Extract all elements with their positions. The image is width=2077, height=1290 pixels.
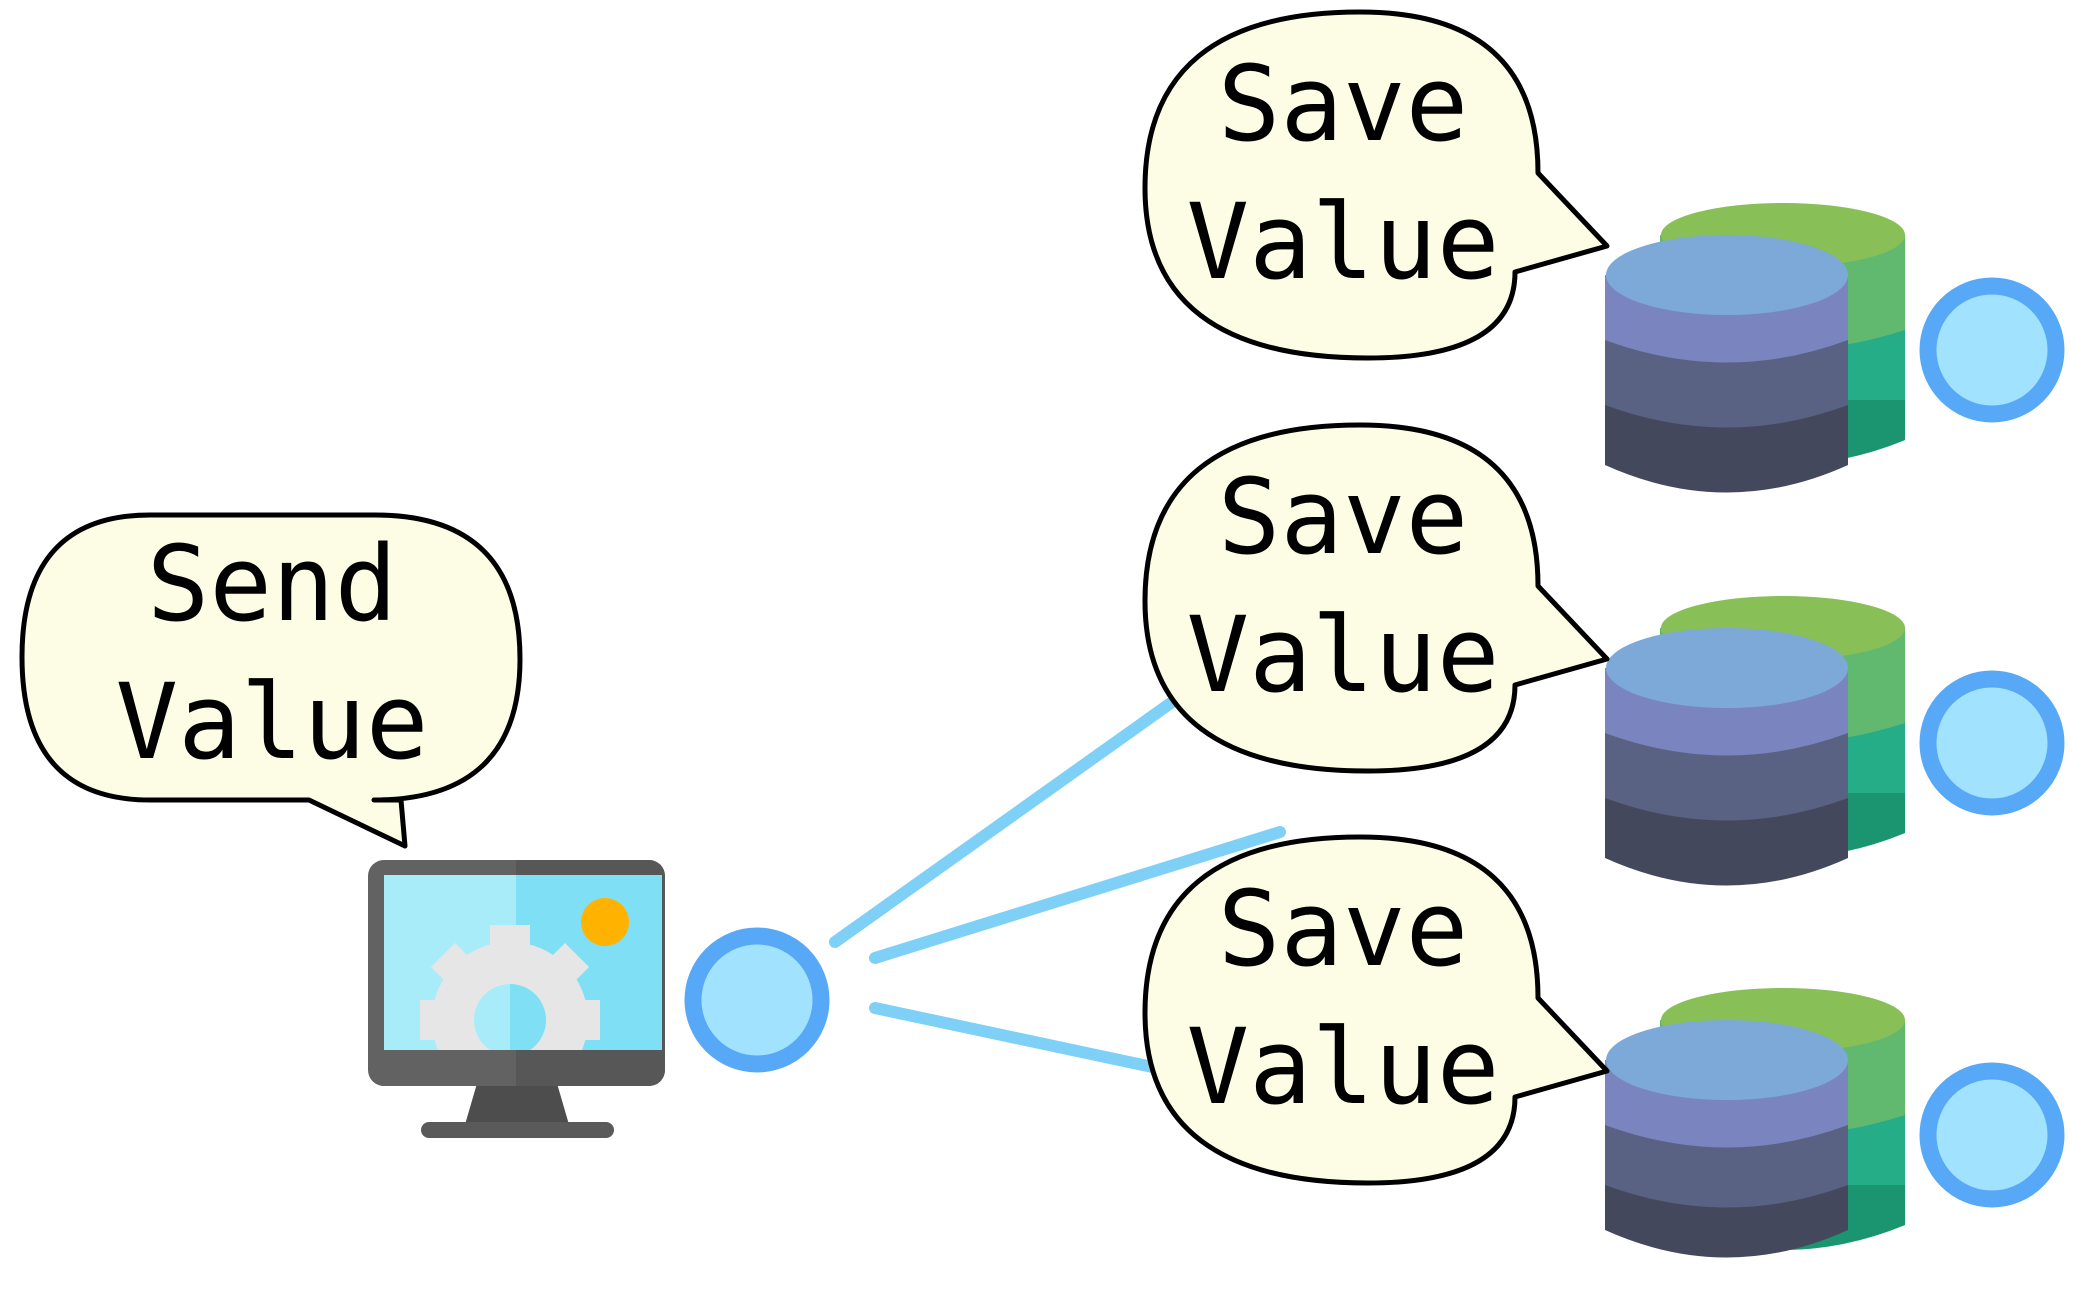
send-label: Send xyxy=(147,523,397,645)
database-icon xyxy=(1605,988,1905,1258)
monitor-gear-icon xyxy=(368,860,665,1138)
value-label: Value xyxy=(1186,594,1499,716)
replica-1: Save Value xyxy=(1142,9,2065,493)
replica-node[interactable] xyxy=(1919,277,2065,423)
link-to-replica-3 xyxy=(869,1002,1196,1081)
save-label: Save xyxy=(1218,456,1468,578)
link-to-replica-2 xyxy=(869,826,1286,964)
save-label: Save xyxy=(1218,43,1468,165)
value-label: Value xyxy=(1186,1006,1499,1128)
link-to-replica-1 xyxy=(829,694,1181,948)
save-label: Save xyxy=(1218,868,1468,990)
send-value-bubble: Send Value xyxy=(19,512,523,849)
replica-2: Save Value xyxy=(1142,422,2065,886)
save-value-bubble: Save Value xyxy=(1142,422,1610,774)
save-value-bubble: Save Value xyxy=(1142,9,1610,361)
value-label: Value xyxy=(115,661,428,783)
value-label: Value xyxy=(1186,181,1499,303)
database-icon xyxy=(1605,596,1905,886)
connection-links xyxy=(829,694,1286,1081)
replica-node[interactable] xyxy=(1919,670,2065,816)
replica-node[interactable] xyxy=(1919,1062,2065,1208)
replica-3: Save Value xyxy=(1142,834,2065,1258)
save-value-bubble: Save Value xyxy=(1142,834,1610,1186)
client-node[interactable] xyxy=(684,927,830,1073)
database-icon xyxy=(1605,203,1905,493)
